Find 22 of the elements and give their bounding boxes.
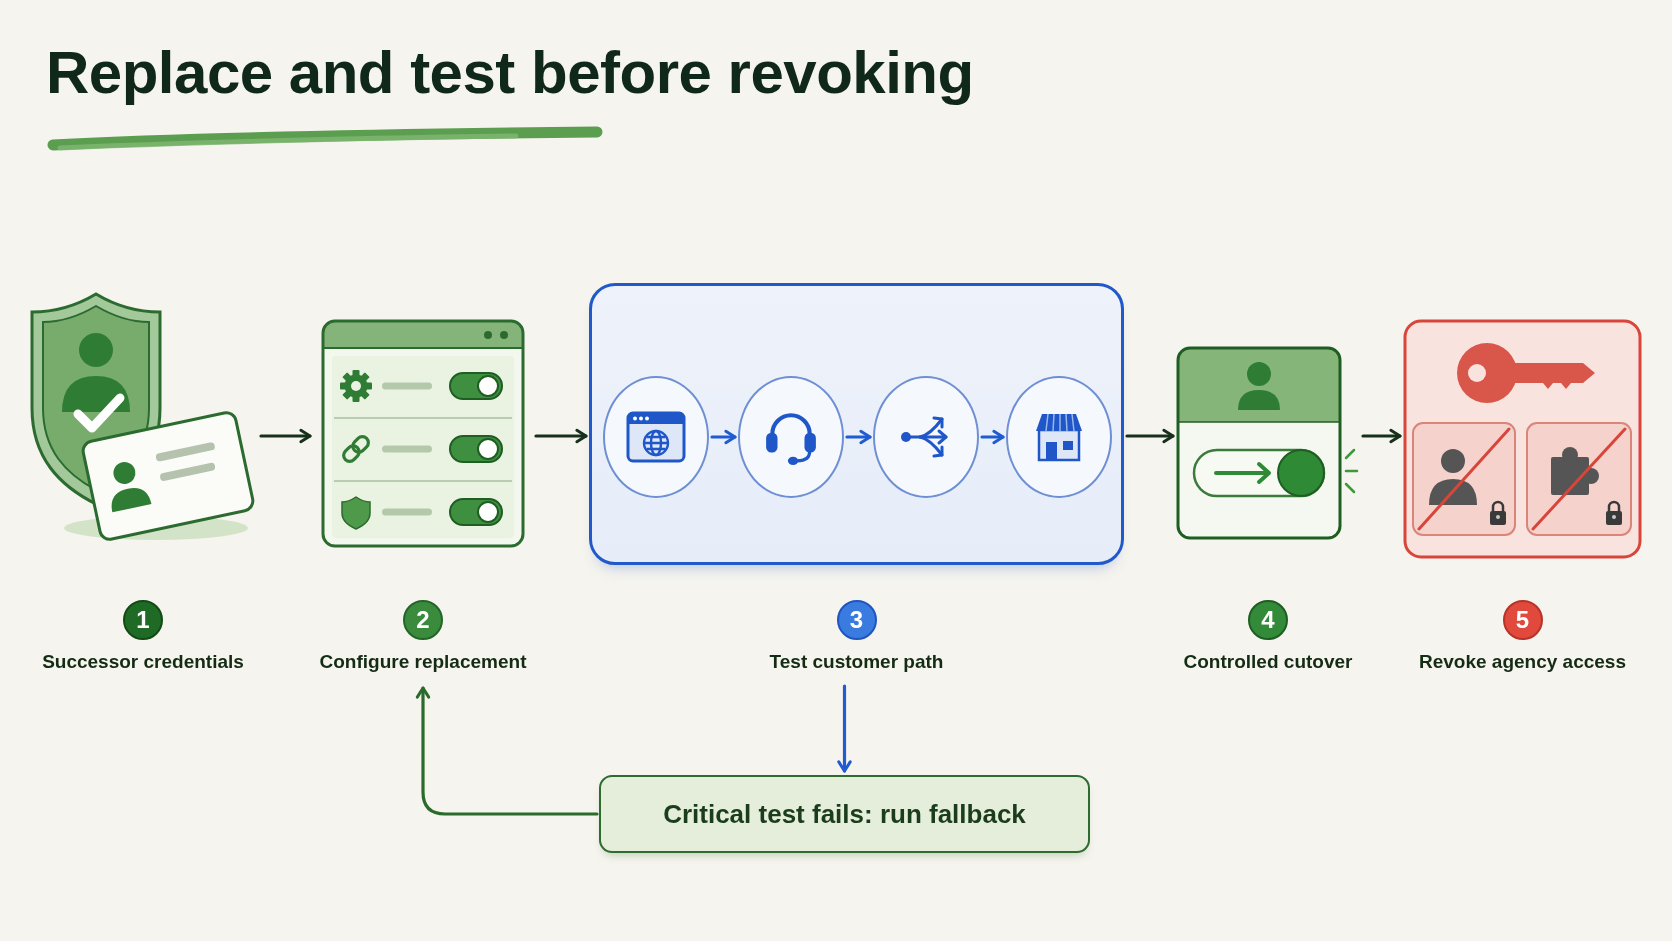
step-label: Test customer path xyxy=(769,650,944,674)
arrow xyxy=(1361,428,1402,444)
step-label: Configure replacement xyxy=(319,650,527,674)
step-label: Controlled cutover xyxy=(1183,650,1353,674)
arrow xyxy=(710,429,737,445)
step-number: 5 xyxy=(1502,600,1543,640)
arrow xyxy=(259,428,312,444)
arrow xyxy=(837,684,852,773)
diagram-title: Replace and test before revoking xyxy=(46,38,974,108)
box-text: Critical test fails: run fallback xyxy=(663,798,1026,830)
fallback-box xyxy=(599,775,1090,853)
step-label: Successor credentials xyxy=(42,650,244,674)
step-number: 3 xyxy=(836,600,877,640)
step-label: Revoke agency access xyxy=(1418,650,1626,674)
step-number: 2 xyxy=(403,600,443,640)
arrow xyxy=(1125,428,1175,444)
arrow xyxy=(534,428,588,444)
arrow xyxy=(980,429,1005,445)
arrow xyxy=(415,686,599,816)
arrow xyxy=(845,429,872,445)
step-number: 4 xyxy=(1248,600,1288,640)
step-number: 1 xyxy=(123,600,163,640)
